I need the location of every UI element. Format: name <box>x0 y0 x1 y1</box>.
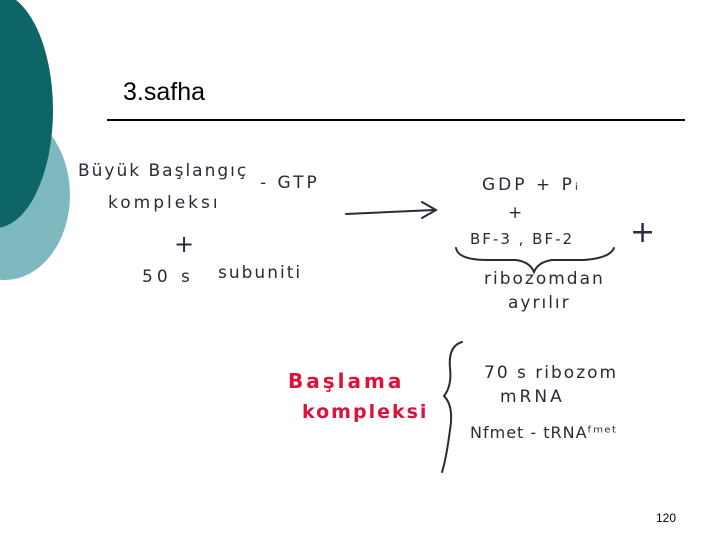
reactant-line2: kompleksı <box>108 193 221 213</box>
dark-teal-ellipse <box>0 0 53 228</box>
subunit-word: subuniti <box>218 263 302 283</box>
plus-right: + <box>630 215 655 250</box>
slide-title: 3.safha <box>123 78 206 106</box>
product-factors: BF-3 , BF-2 <box>470 230 574 248</box>
left-brace <box>441 341 463 473</box>
reactant-line1: Büyük Başlangıç <box>78 161 248 181</box>
product-gdp: GDP + Pᵢ <box>482 175 581 195</box>
plus-sign: + <box>174 230 194 258</box>
page-number: 120 <box>655 511 676 525</box>
underbrace <box>455 247 615 275</box>
component-2: mRNA <box>500 387 565 407</box>
handwritten-notes: Büyük Başlangıç - GTP kompleksı + 50 s s… <box>78 161 655 473</box>
released-line1: ribozomdan <box>484 269 605 289</box>
complex-line2: kompleksi <box>302 401 428 423</box>
title-underline <box>107 119 685 121</box>
component-1: 70 s ribozom <box>484 363 618 383</box>
complex-line1: Başlama <box>288 369 404 393</box>
product-plus: + <box>508 203 522 223</box>
subunit-50s: 50 s <box>142 267 194 287</box>
released-line2: ayrılır <box>508 293 571 313</box>
reaction-arrow <box>345 201 439 219</box>
component-3: Nfmet - tRNAᶠᵐᵉᵗ <box>470 423 618 442</box>
reactant-gtp: - GTP <box>260 173 320 193</box>
decorative-teal-shapes <box>0 0 70 280</box>
